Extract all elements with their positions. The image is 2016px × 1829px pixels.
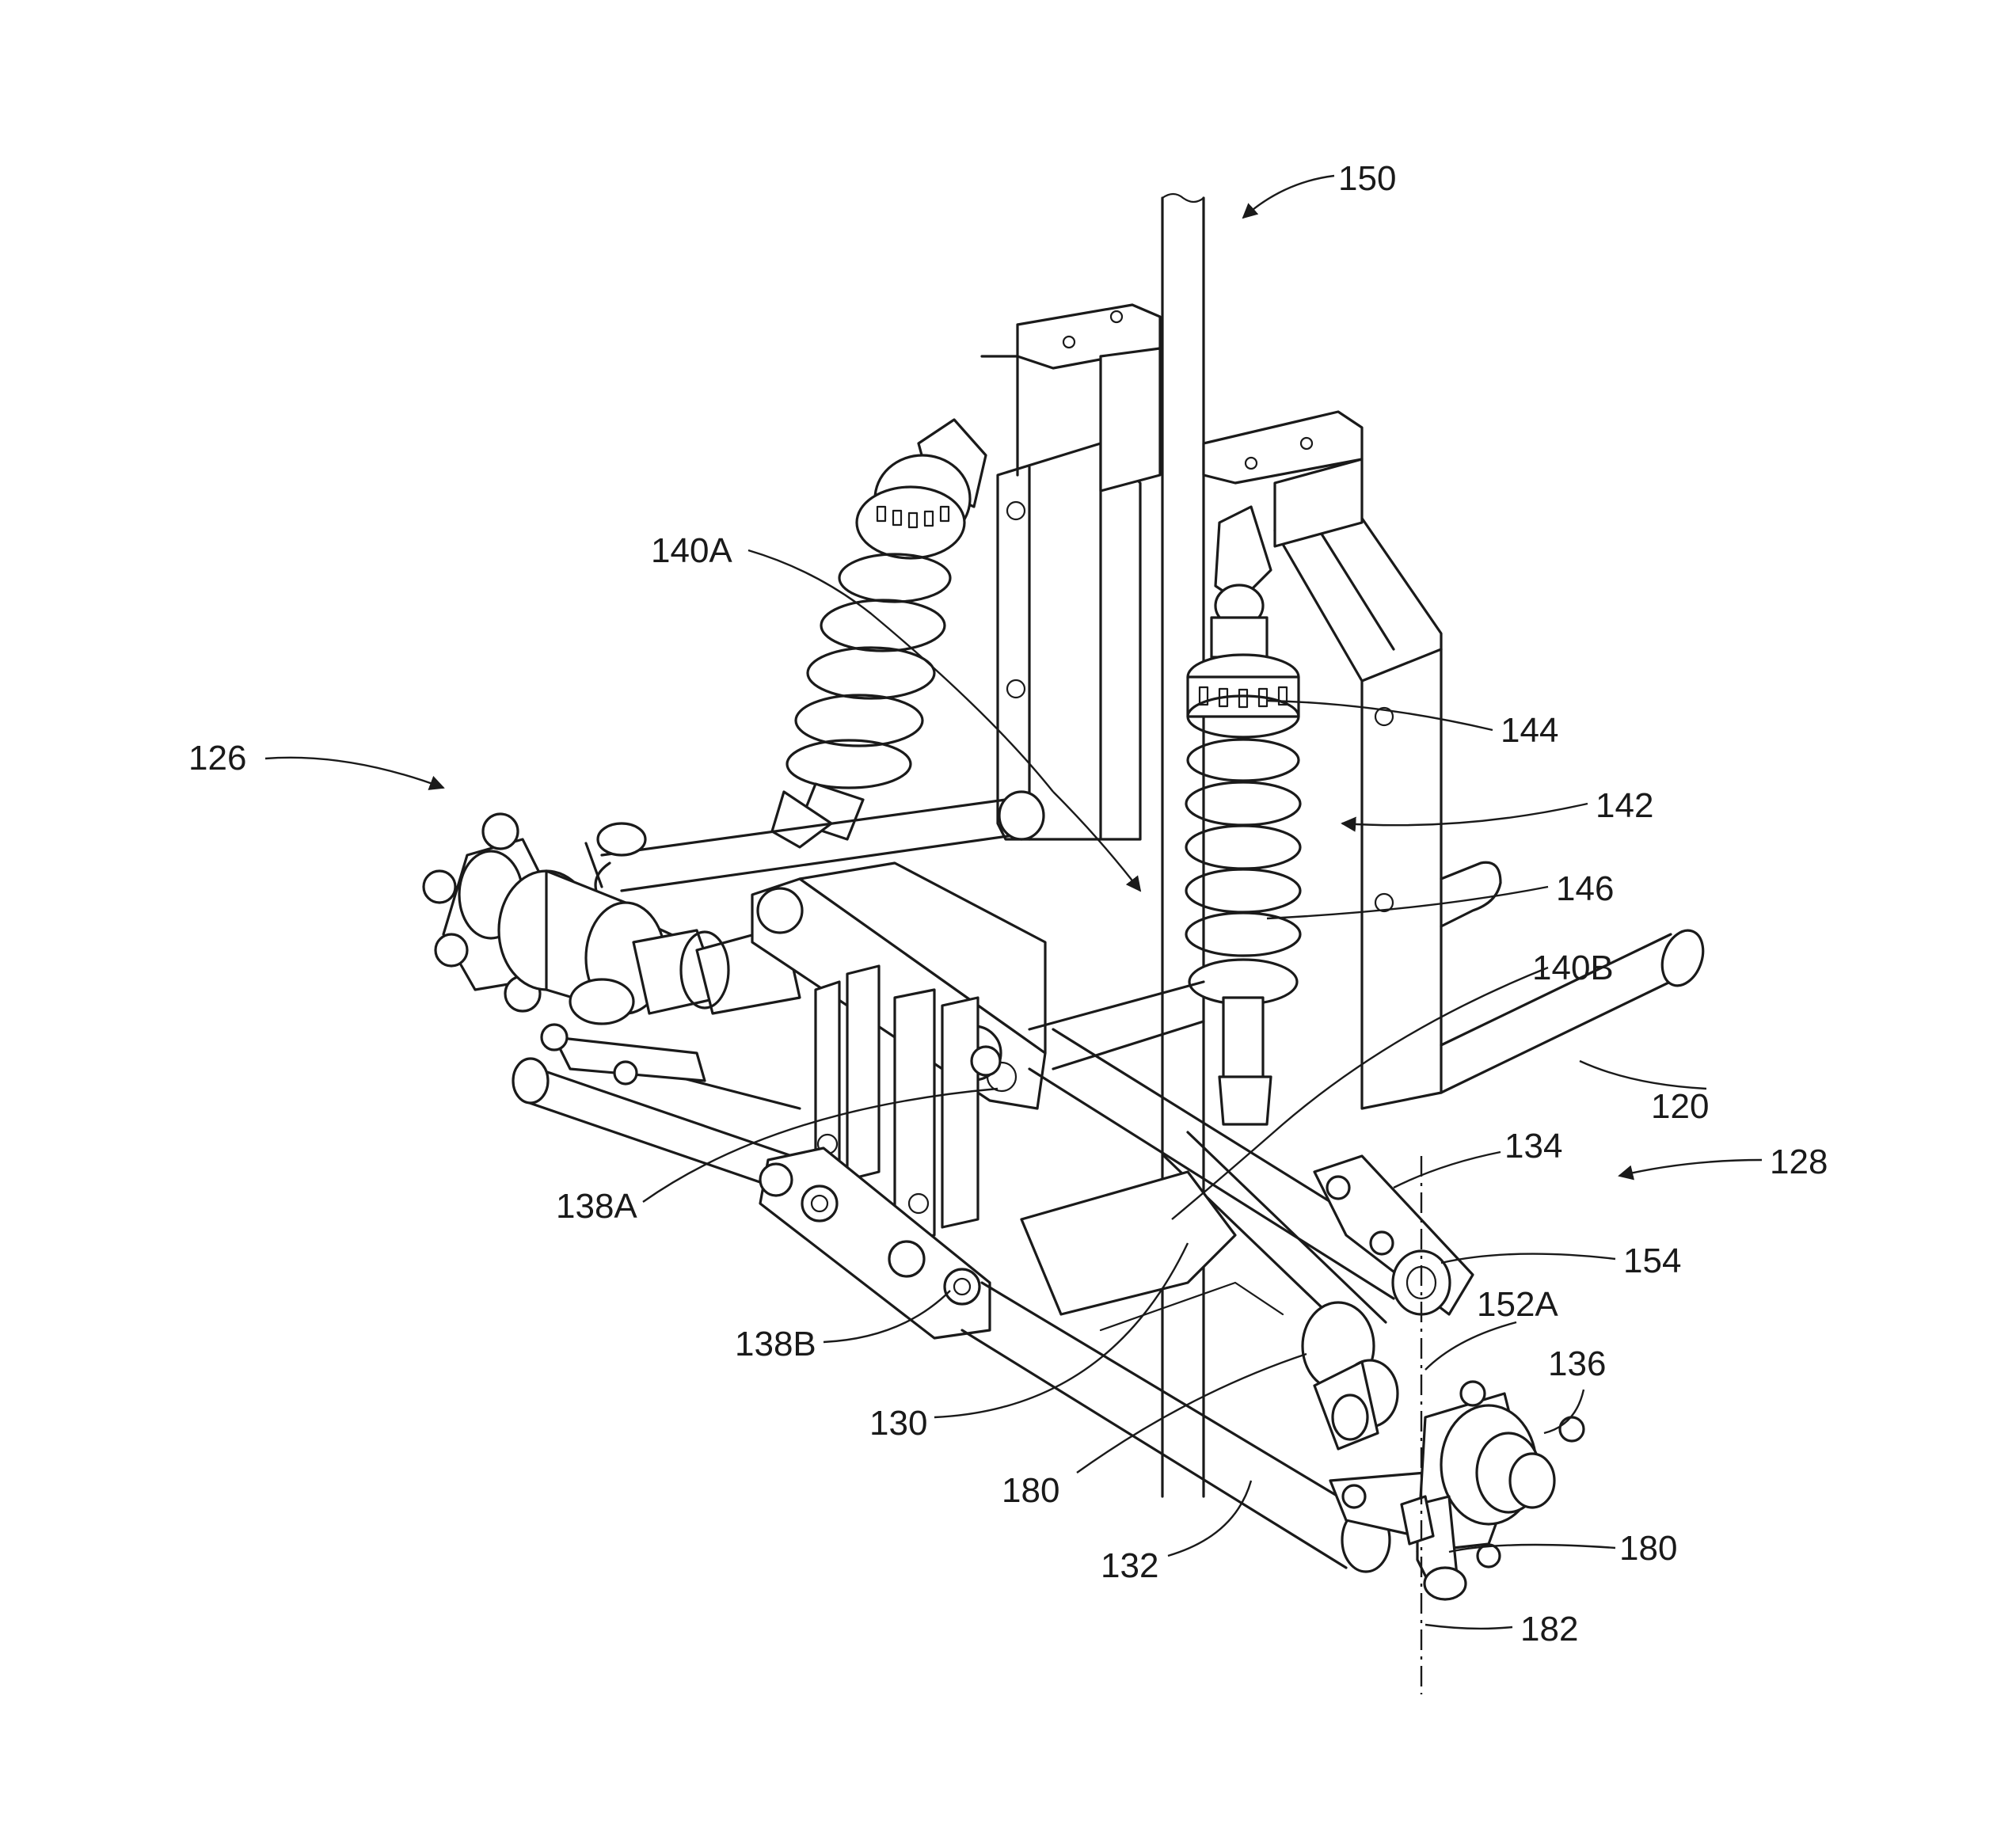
label-150: 150 (1338, 159, 1396, 198)
left-frame-upright (982, 305, 1160, 839)
label-126: 126 (188, 739, 246, 778)
label-152a: 152A (1477, 1285, 1558, 1324)
label-182: 182 (1520, 1610, 1578, 1648)
label-146: 146 (1556, 869, 1614, 908)
label-120: 120 (1651, 1087, 1709, 1126)
label-138b: 138B (735, 1325, 816, 1363)
label-138a: 138A (556, 1187, 637, 1226)
label-142: 142 (1596, 786, 1653, 825)
label-140b: 140B (1532, 949, 1614, 987)
label-128: 128 (1770, 1143, 1828, 1181)
label-144: 144 (1501, 711, 1558, 750)
label-140a: 140A (651, 531, 732, 570)
label-180-right: 180 (1619, 1529, 1677, 1568)
label-180-left: 180 (1002, 1471, 1059, 1510)
label-134: 134 (1504, 1127, 1562, 1165)
lower-control-arm-left (513, 1025, 800, 1188)
label-136: 136 (1548, 1344, 1606, 1383)
right-knuckle-hub-136 (1402, 1382, 1584, 1599)
label-130: 130 (869, 1404, 927, 1443)
shock-absorber-140a (772, 420, 986, 847)
label-132: 132 (1101, 1546, 1158, 1585)
label-154: 154 (1623, 1242, 1681, 1280)
